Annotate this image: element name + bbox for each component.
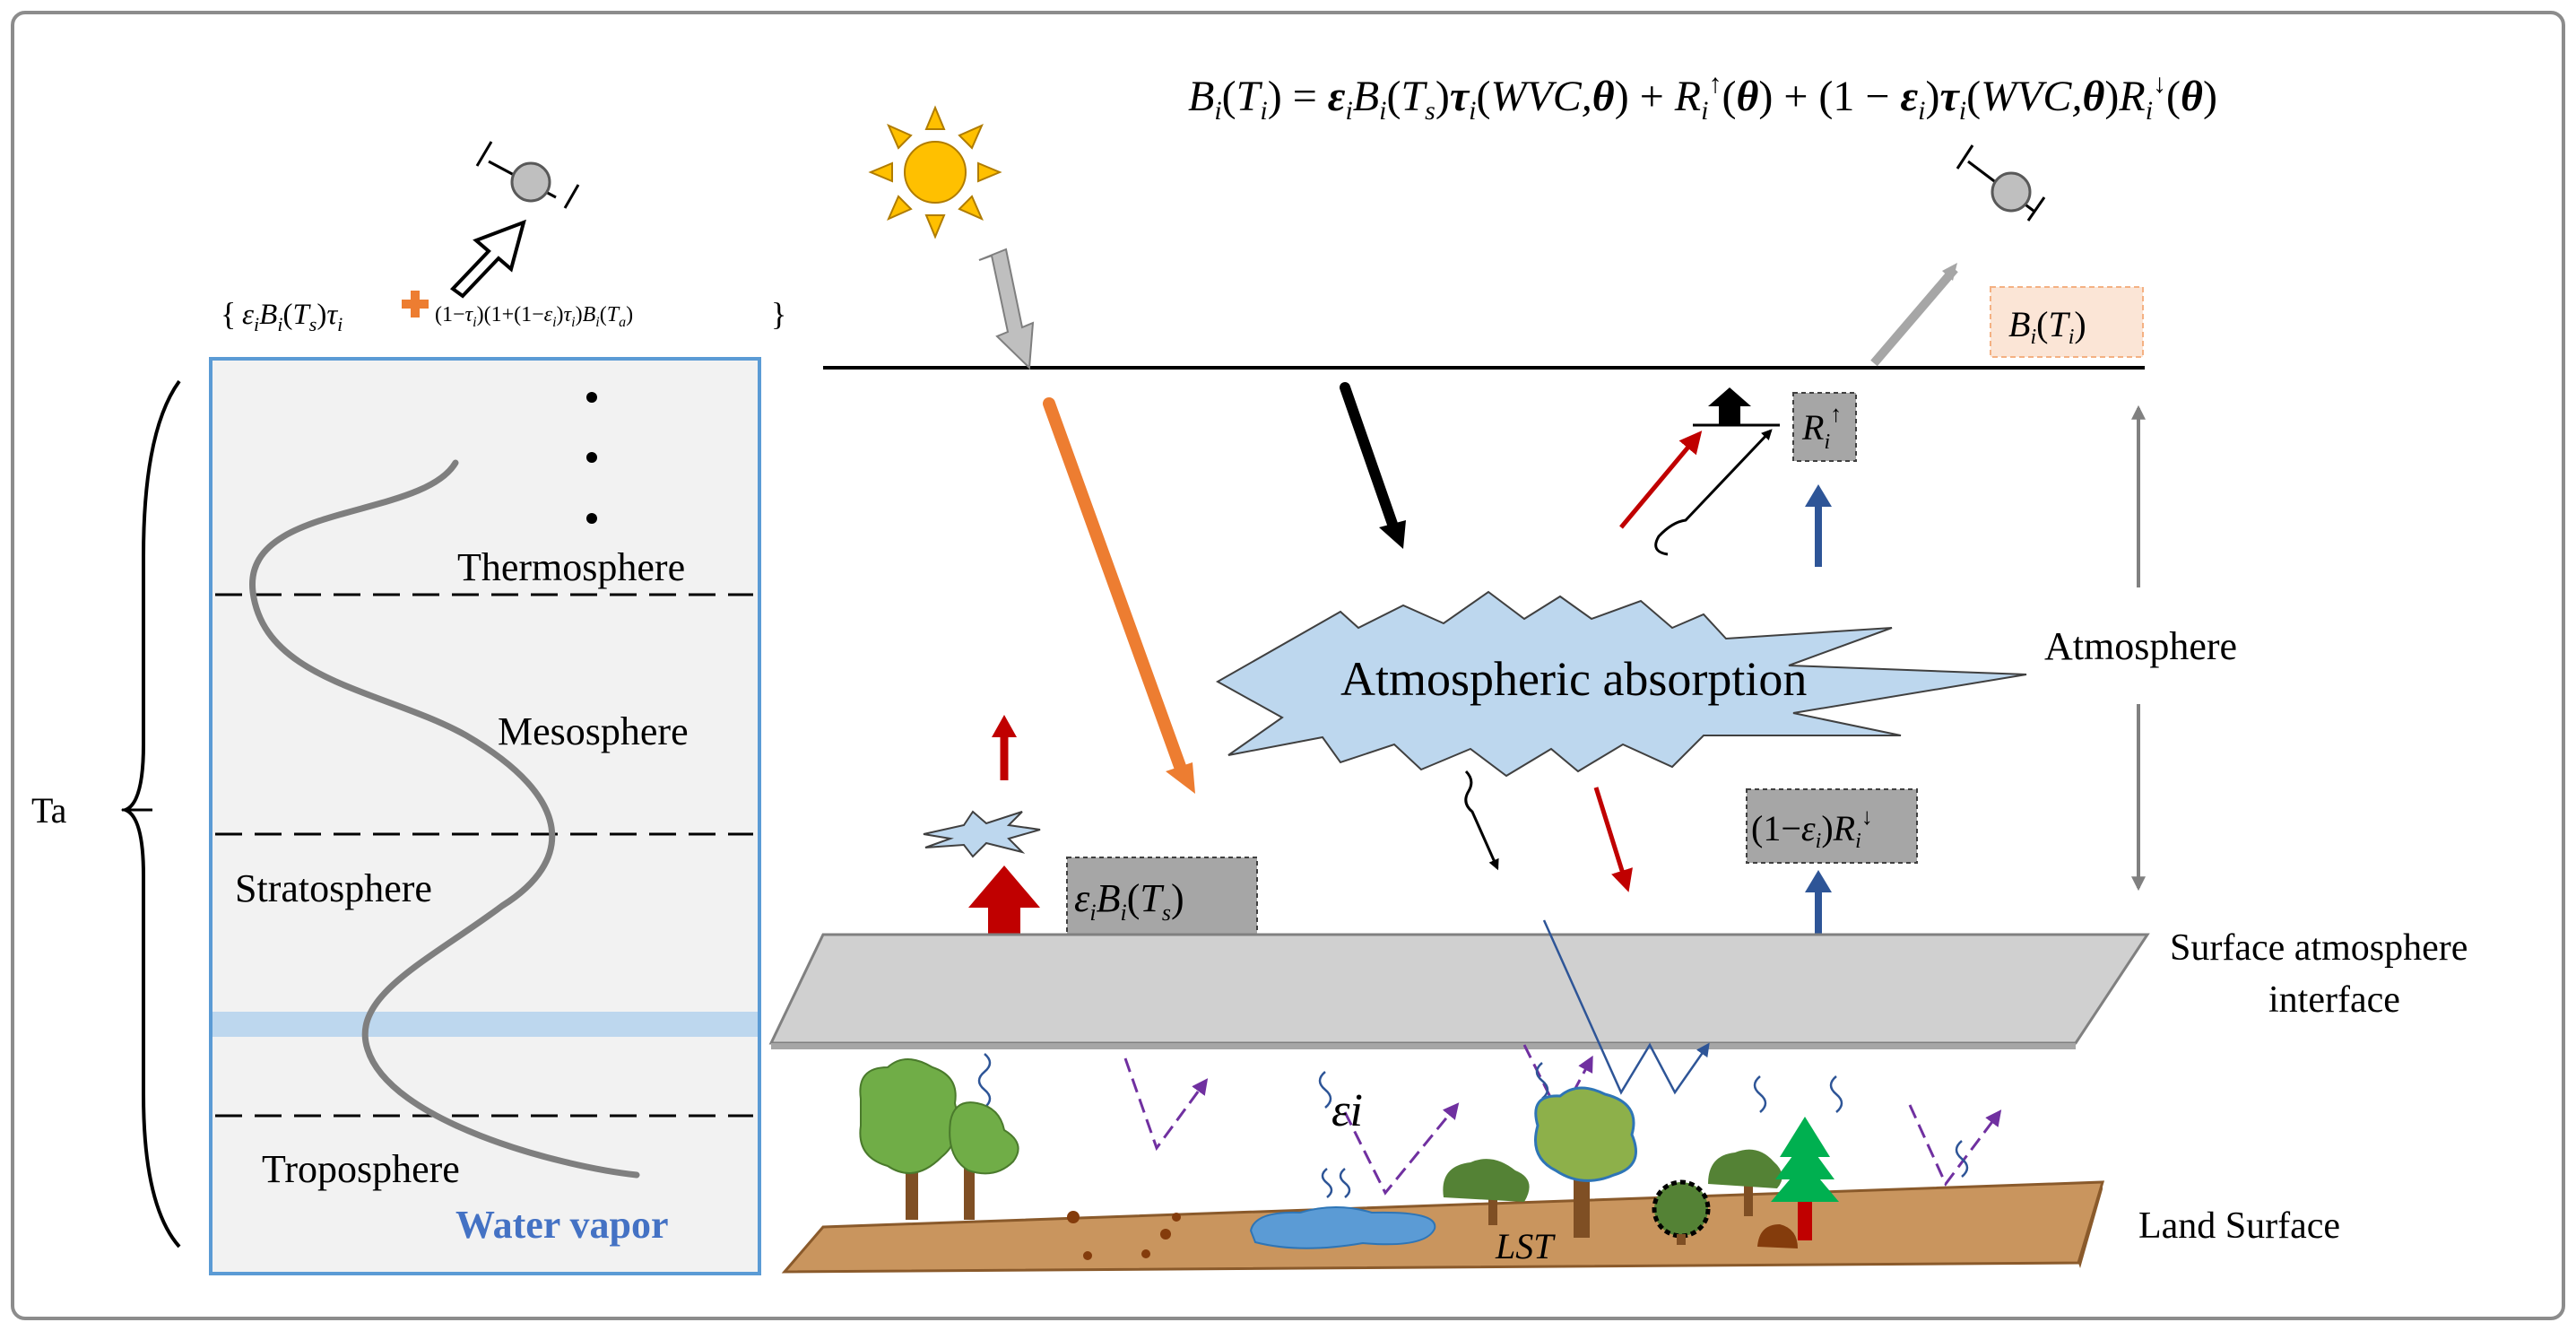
sensor-radiance-arrow-head: [1942, 263, 1957, 281]
sensor-radiance-label: Bi(Ti): [2008, 304, 2086, 349]
plus-icon: [411, 291, 420, 318]
orange-arrow-head: [1166, 762, 1195, 794]
troposphere-label: Troposphere: [262, 1147, 460, 1191]
left-panel: Ta Thermosphere Mesosphere Stratosphere …: [31, 141, 786, 1275]
thermosphere-label: Thermosphere: [457, 545, 685, 589]
black-wavy-up-arrow: [1654, 429, 1773, 556]
upwelling-box: [1792, 392, 1857, 462]
purple-scatter-arrow: [1123, 1057, 1209, 1152]
black-solar-arrow: [1340, 382, 1400, 535]
black-arrow-head: [1379, 520, 1406, 549]
shrub-icon: [1652, 1179, 1711, 1245]
lst-label: LST: [1495, 1226, 1556, 1266]
upward-hollow-arrow: [449, 219, 526, 299]
temperature-profile-curve: [249, 459, 640, 1179]
main-equation: Bi(Ti) = εiBi(Ts)τi(WVC,θ) + Ri↑(θ) + (1…: [1188, 69, 2217, 126]
vapor-squiggle: [977, 1053, 992, 1109]
bush-icon: [1708, 1149, 1782, 1216]
satellite-icon: [475, 141, 580, 209]
orange-solar-arrow: [1043, 397, 1188, 778]
sensor-radiance-box: [1990, 286, 2144, 358]
red-emission-block-arrow-head: [968, 866, 1040, 908]
pebble-icon: [1141, 1249, 1150, 1258]
interface-plane-edge: [771, 1043, 2076, 1049]
sun-icon: [868, 105, 1002, 239]
up-small-arrow-head: [1708, 387, 1751, 406]
mesosphere-label: Mesosphere: [498, 709, 689, 753]
blue-arrow-head: [1805, 870, 1832, 892]
stratosphere-label: Stratosphere: [235, 866, 432, 910]
left-eq-term1: εiBi(Ts)τi: [242, 299, 343, 335]
ta-label: Ta: [31, 790, 67, 831]
left-equation: { } εiBi(Ts)τi (1−τi)(1+(1−εi)τi)Bi(Ta): [221, 291, 786, 335]
interface-label-2: interface: [2268, 979, 2400, 1021]
pond-icon: [1249, 1206, 1436, 1249]
left-brace-open: {: [221, 296, 236, 332]
atmosphere-column: [209, 357, 761, 1275]
solar-incoming-arrow: [978, 248, 1035, 370]
vapor-squiggle: [1339, 1168, 1351, 1198]
vapor-squiggle: [1321, 1168, 1333, 1198]
rock-icon: [1757, 1224, 1798, 1248]
left-brace-close: }: [771, 296, 786, 332]
purple-scatter-arrow: [1908, 1104, 2002, 1187]
land-surface-label: Land Surface: [2138, 1205, 2340, 1247]
black-wavy-down-arrow: [1464, 770, 1499, 871]
ellipsis-dot: [586, 392, 597, 403]
pebble-icon: [1083, 1251, 1092, 1260]
sensor-radiance-arrow: [1870, 265, 1958, 367]
pine-tree-icon: [1771, 1117, 1839, 1240]
reflected-downwelling-label: (1−εi)Ri↓: [1751, 804, 1873, 853]
purple-scatter-arrow: [1343, 1102, 1460, 1196]
blue-zigzag-path: [1542, 919, 1710, 1095]
atmospheric-absorption-label: Atmospheric absorption: [1340, 652, 1807, 706]
vapor-squiggle: [1535, 1062, 1549, 1100]
ellipsis-dot: [586, 513, 597, 524]
red-escape-arrow-head: [992, 715, 1017, 737]
vapor-squiggle: [1318, 1071, 1332, 1109]
pebble-icon: [1172, 1213, 1181, 1222]
water-vapor-label: Water vapor: [455, 1203, 669, 1247]
vapor-squiggle: [1955, 1140, 1969, 1178]
ellipsis-dot: [586, 452, 597, 463]
red-up-arrow: [1619, 431, 1703, 529]
right-scene: Bi(Ti) = εiBi(Ts)τi(WVC,θ) + Ri↑(θ) + (1…: [768, 69, 2468, 1274]
oak-tree-icon: [1534, 1086, 1637, 1238]
red-down-arrow: [1593, 787, 1633, 892]
bush-icon: [1443, 1159, 1530, 1225]
pebble-icon: [1160, 1229, 1171, 1240]
emissivity-label: εi: [1331, 1085, 1363, 1136]
water-vapor-band: [212, 1012, 758, 1037]
surface-emission-box: [1066, 857, 1258, 935]
left-eq-term2: (1−τi)(1+(1−εi)τi)Bi(Ta): [435, 303, 633, 330]
tree-icon: [859, 1058, 1019, 1220]
interface-label-1: Surface atmosphere: [2170, 927, 2468, 969]
up-small-arrow: [1719, 405, 1740, 425]
land-surface-edge: [2078, 1182, 2103, 1268]
pebble-icon: [1067, 1211, 1080, 1223]
vapor-squiggle: [1753, 1075, 1767, 1113]
small-absorption-shape: [923, 810, 1041, 858]
atmospheric-absorption-shape: [1215, 590, 2027, 778]
interface-plane: [768, 933, 2150, 1045]
reflected-downwelling-box: [1746, 788, 1918, 864]
atmosphere-label: Atmosphere: [2044, 624, 2237, 668]
surface-emission-label: εiBi(Ts): [1074, 876, 1184, 926]
satellite-icon: [1956, 144, 2046, 222]
blue-arrow-head: [1805, 484, 1832, 507]
vapor-squiggle: [1829, 1075, 1843, 1113]
